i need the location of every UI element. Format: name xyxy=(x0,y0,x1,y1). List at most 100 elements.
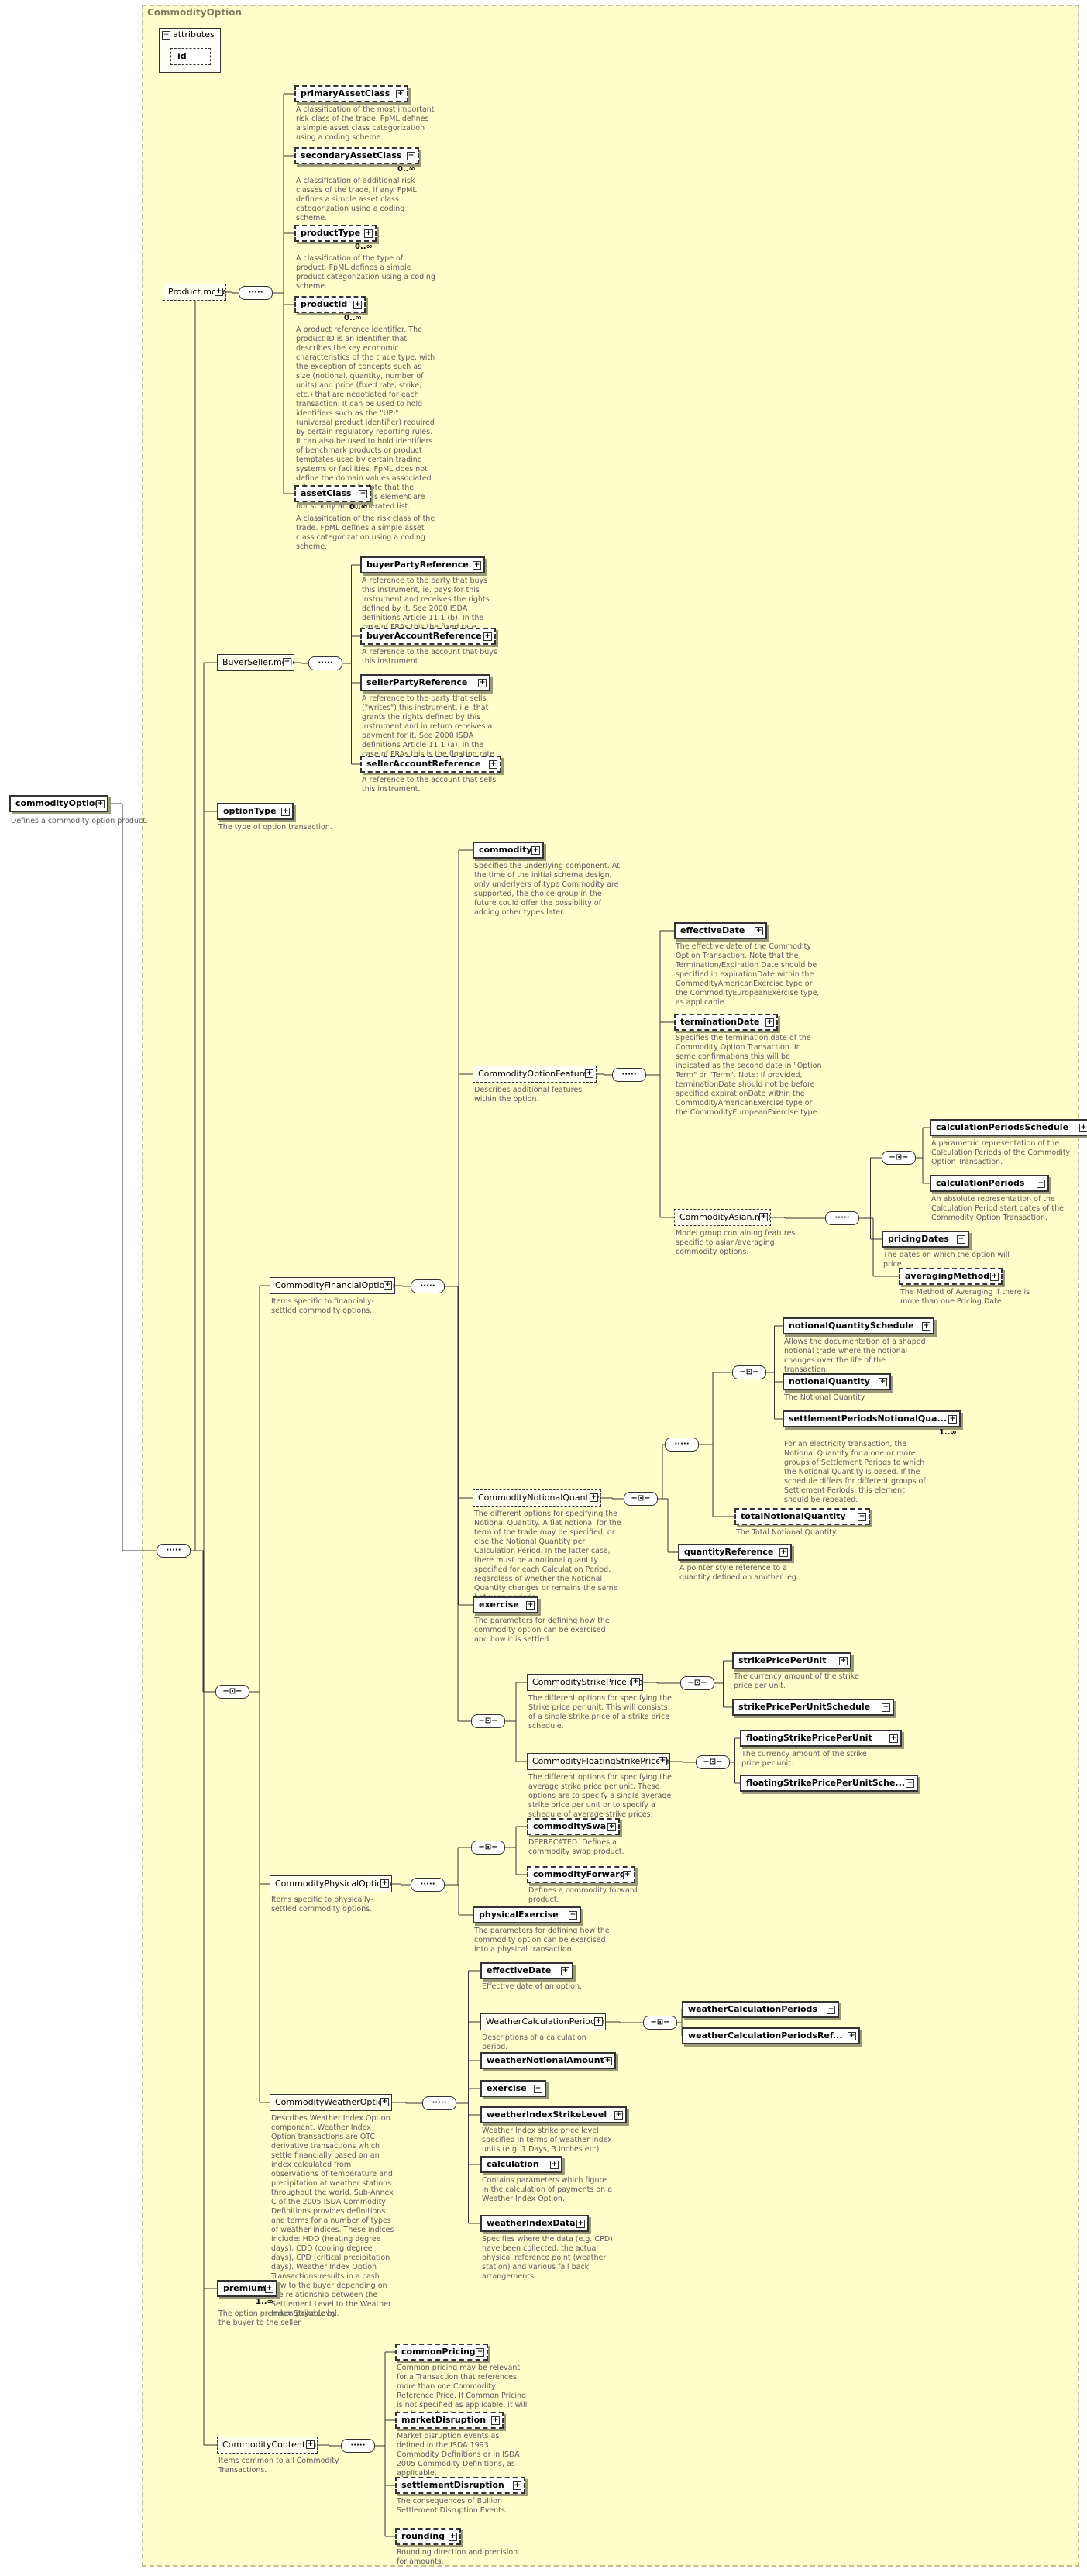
expand-icon[interactable]: + xyxy=(569,1911,577,1920)
choice-compositor-icon[interactable]: −⊡− xyxy=(680,1676,714,1690)
expand-icon[interactable]: + xyxy=(858,1513,866,1521)
expand-icon[interactable]: + xyxy=(590,1493,598,1502)
expand-icon[interactable]: + xyxy=(384,1281,392,1290)
expand-icon[interactable]: + xyxy=(948,1415,957,1424)
node-product-model[interactable]: Product.model+ xyxy=(163,284,226,301)
expand-icon[interactable]: + xyxy=(353,301,362,309)
node-commodityphysicaloption-model[interactable]: CommodityPhysicalOption.model+ xyxy=(270,1875,392,1892)
expand-icon[interactable]: + xyxy=(759,1213,768,1221)
expand-icon[interactable]: + xyxy=(839,1657,848,1665)
expand-icon[interactable]: + xyxy=(779,1548,788,1557)
choice-compositor-icon[interactable]: −⊡− xyxy=(732,1365,766,1379)
expand-icon[interactable]: + xyxy=(489,760,497,769)
node-calculation[interactable]: calculation+ xyxy=(480,2156,562,2173)
node-commoditynotionalquantity-model[interactable]: CommodityNotionalQuantity.model+ xyxy=(473,1489,601,1507)
expand-icon[interactable]: + xyxy=(585,1069,593,1078)
node-commodityoptionfeatures-model[interactable]: CommodityOptionFeatures.model+ xyxy=(473,1066,597,1083)
choice-compositor-icon[interactable]: −⊡− xyxy=(215,1685,249,1699)
node-producttype[interactable]: productType+ xyxy=(294,225,377,242)
choice-compositor-icon[interactable]: −⊡− xyxy=(471,1841,505,1855)
node-weatherindexdata[interactable]: weatherIndexData+ xyxy=(480,2215,589,2232)
expand-icon[interactable]: + xyxy=(576,2220,585,2228)
expand-icon[interactable]: + xyxy=(407,152,415,160)
expand-icon[interactable]: + xyxy=(594,2017,603,2026)
expand-icon[interactable]: + xyxy=(889,1734,898,1743)
node-buyerpartyreference[interactable]: buyerPartyReference+ xyxy=(360,556,485,573)
expand-icon[interactable]: + xyxy=(990,1273,999,1281)
sequence-compositor-icon[interactable]: ····· xyxy=(411,1878,445,1892)
expand-icon[interactable]: + xyxy=(526,1601,535,1610)
choice-compositor-icon[interactable]: −⊡− xyxy=(882,1151,916,1165)
expand-icon[interactable]: + xyxy=(922,1322,930,1331)
choice-compositor-icon[interactable]: −⊡− xyxy=(643,2016,677,2030)
node-commoditystrikeprice-model[interactable]: CommodityStrikePrice.model+ xyxy=(527,1674,643,1691)
root-element-commodity-option[interactable]: commodityOption + xyxy=(9,795,108,812)
sequence-compositor-icon[interactable]: ····· xyxy=(239,286,273,300)
node-weathercalculationperiods[interactable]: weatherCalculationPeriods+ xyxy=(682,2001,839,2018)
expand-icon[interactable]: + xyxy=(491,2416,500,2425)
node-strikepriceperunitschedule[interactable]: strikePricePerUnitSchedule+ xyxy=(732,1699,894,1716)
node-quantityreference[interactable]: quantityReference+ xyxy=(678,1544,792,1561)
node-physicalexercise[interactable]: physicalExercise+ xyxy=(473,1906,581,1923)
expand-icon[interactable]: + xyxy=(882,1703,890,1712)
node-commodityfloatingstrikeprice-model[interactable]: CommodityFloatingStrikePrice.model+ xyxy=(527,1753,670,1770)
node-calculationperiodsschedule[interactable]: calculationPeriodsSchedule+ xyxy=(930,1119,1087,1136)
node-premium[interactable]: premium+ xyxy=(217,2280,277,2297)
expand-icon[interactable]: + xyxy=(531,846,540,855)
sequence-compositor-icon[interactable]: ····· xyxy=(422,2096,456,2110)
node-secondaryassetclass[interactable]: secondaryAssetClass+ xyxy=(294,147,419,164)
expand-icon[interactable]: + xyxy=(607,1823,616,1831)
expand-icon[interactable]: + xyxy=(380,2098,389,2106)
node-buyeraccountreference[interactable]: buyerAccountReference+ xyxy=(360,628,496,645)
node-commoditycontent-model[interactable]: CommodityContent.model+ xyxy=(217,2437,318,2454)
expand-icon[interactable]: + xyxy=(483,632,492,641)
expand-icon[interactable]: + xyxy=(281,808,290,816)
expand-icon[interactable]: + xyxy=(614,2111,623,2120)
node-commodity[interactable]: commodity+ xyxy=(473,842,544,859)
expand-icon[interactable]: + xyxy=(659,1757,667,1765)
node-weathercalculationperiod-model[interactable]: WeatherCalculationPeriod.model+ xyxy=(480,2013,606,2030)
node-sellerpartyreference[interactable]: sellerPartyReference+ xyxy=(360,674,490,691)
expand-icon[interactable]: + xyxy=(265,2285,273,2293)
node-calculationperiods[interactable]: calculationPeriods+ xyxy=(930,1175,1049,1192)
expand-icon[interactable]: + xyxy=(534,2085,542,2093)
node-optiontype[interactable]: optionType+ xyxy=(217,803,294,820)
expand-icon[interactable]: + xyxy=(215,288,223,296)
node-assetclass[interactable]: assetClass+ xyxy=(294,485,371,502)
expand-icon[interactable]: + xyxy=(879,1378,887,1386)
node-commodityasian-model[interactable]: CommodityAsian.model+ xyxy=(674,1209,771,1226)
sequence-compositor-icon[interactable]: ····· xyxy=(612,1068,646,1082)
sequence-compositor-icon[interactable]: ····· xyxy=(308,656,342,670)
expand-icon[interactable]: + xyxy=(306,2440,315,2449)
expand-icon[interactable]: + xyxy=(827,2006,835,2014)
node-commodityforward[interactable]: commodityForward+ xyxy=(527,1866,635,1883)
expand-icon[interactable]: + xyxy=(755,927,763,935)
expand-icon[interactable]: + xyxy=(550,2161,559,2169)
expand-icon[interactable]: + xyxy=(906,1779,914,1788)
sequence-compositor-icon[interactable]: ····· xyxy=(341,2439,375,2453)
expand-icon[interactable]: + xyxy=(631,1678,640,1686)
expand-icon[interactable]: + xyxy=(604,2057,612,2065)
attribute-id[interactable]: id xyxy=(170,48,211,65)
node-selleraccountreference[interactable]: sellerAccountReference+ xyxy=(360,756,501,773)
expand-icon[interactable]: + xyxy=(765,1018,774,1027)
expand-icon[interactable]: + xyxy=(473,561,481,570)
sequence-compositor-icon[interactable]: ····· xyxy=(825,1211,859,1225)
node-totalnotionalquantity[interactable]: totalNotionalQuantity+ xyxy=(734,1508,870,1525)
expand-icon[interactable]: + xyxy=(1037,1180,1045,1188)
expand-icon[interactable]: + xyxy=(478,679,487,687)
expand-icon[interactable]: + xyxy=(283,658,291,666)
expand-icon[interactable]: + xyxy=(623,1871,631,1879)
node-commodityweatheroption-model[interactable]: CommodityWeatherOption.model+ xyxy=(270,2094,392,2111)
expand-icon[interactable]: + xyxy=(561,1967,569,1975)
node-settlementperiodsnotionalqua[interactable]: settlementPeriodsNotionalQua...+ xyxy=(783,1410,961,1427)
choice-compositor-icon[interactable]: −⊡− xyxy=(624,1492,658,1506)
node-notionalquantity[interactable]: notionalQuantity+ xyxy=(783,1373,891,1390)
sequence-compositor-icon[interactable]: ····· xyxy=(665,1438,699,1452)
node-exercise[interactable]: exercise+ xyxy=(480,2080,546,2097)
node-commodityswap[interactable]: commoditySwap+ xyxy=(527,1818,620,1835)
choice-compositor-icon[interactable]: −⊡− xyxy=(696,1755,730,1769)
node-terminationdate[interactable]: terminationDate+ xyxy=(674,1014,778,1031)
expand-icon[interactable]: + xyxy=(396,90,404,98)
node-notionalquantityschedule[interactable]: notionalQuantitySchedule+ xyxy=(783,1317,934,1334)
